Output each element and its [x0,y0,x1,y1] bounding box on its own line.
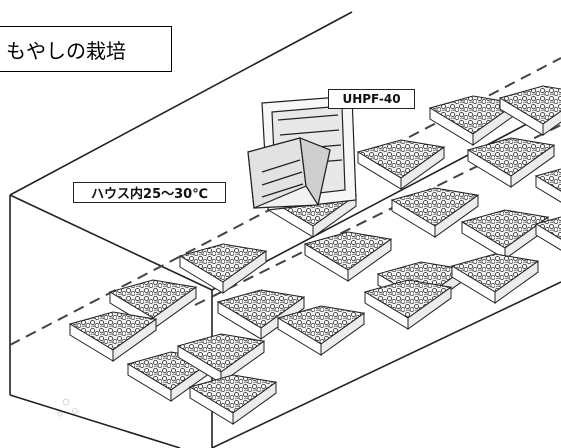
unit-model-label: UHPF-40 [328,89,415,109]
tray-side [347,238,392,282]
tray-side [407,286,452,330]
tray-side [510,144,555,188]
sprout-tray [534,216,561,240]
sprout-trays [68,85,561,425]
page-title: もやしの栽培 [0,26,172,72]
tray-side [112,318,157,362]
house-temperature-label: ハウス内25～30℃ [73,182,226,203]
tray-side [434,194,479,238]
heater-unit [247,95,357,211]
tray-side [494,260,539,304]
decorative-bubbles [57,398,78,417]
tray-side [535,175,561,203]
house-frame [9,11,561,448]
tray-side [400,146,445,190]
tray-side [232,381,277,425]
tray-side [320,312,365,356]
tray-side [222,250,267,294]
tray-side [535,223,561,251]
tray-side [542,110,561,136]
sprout-tray [534,168,561,192]
tray-side [312,194,357,238]
